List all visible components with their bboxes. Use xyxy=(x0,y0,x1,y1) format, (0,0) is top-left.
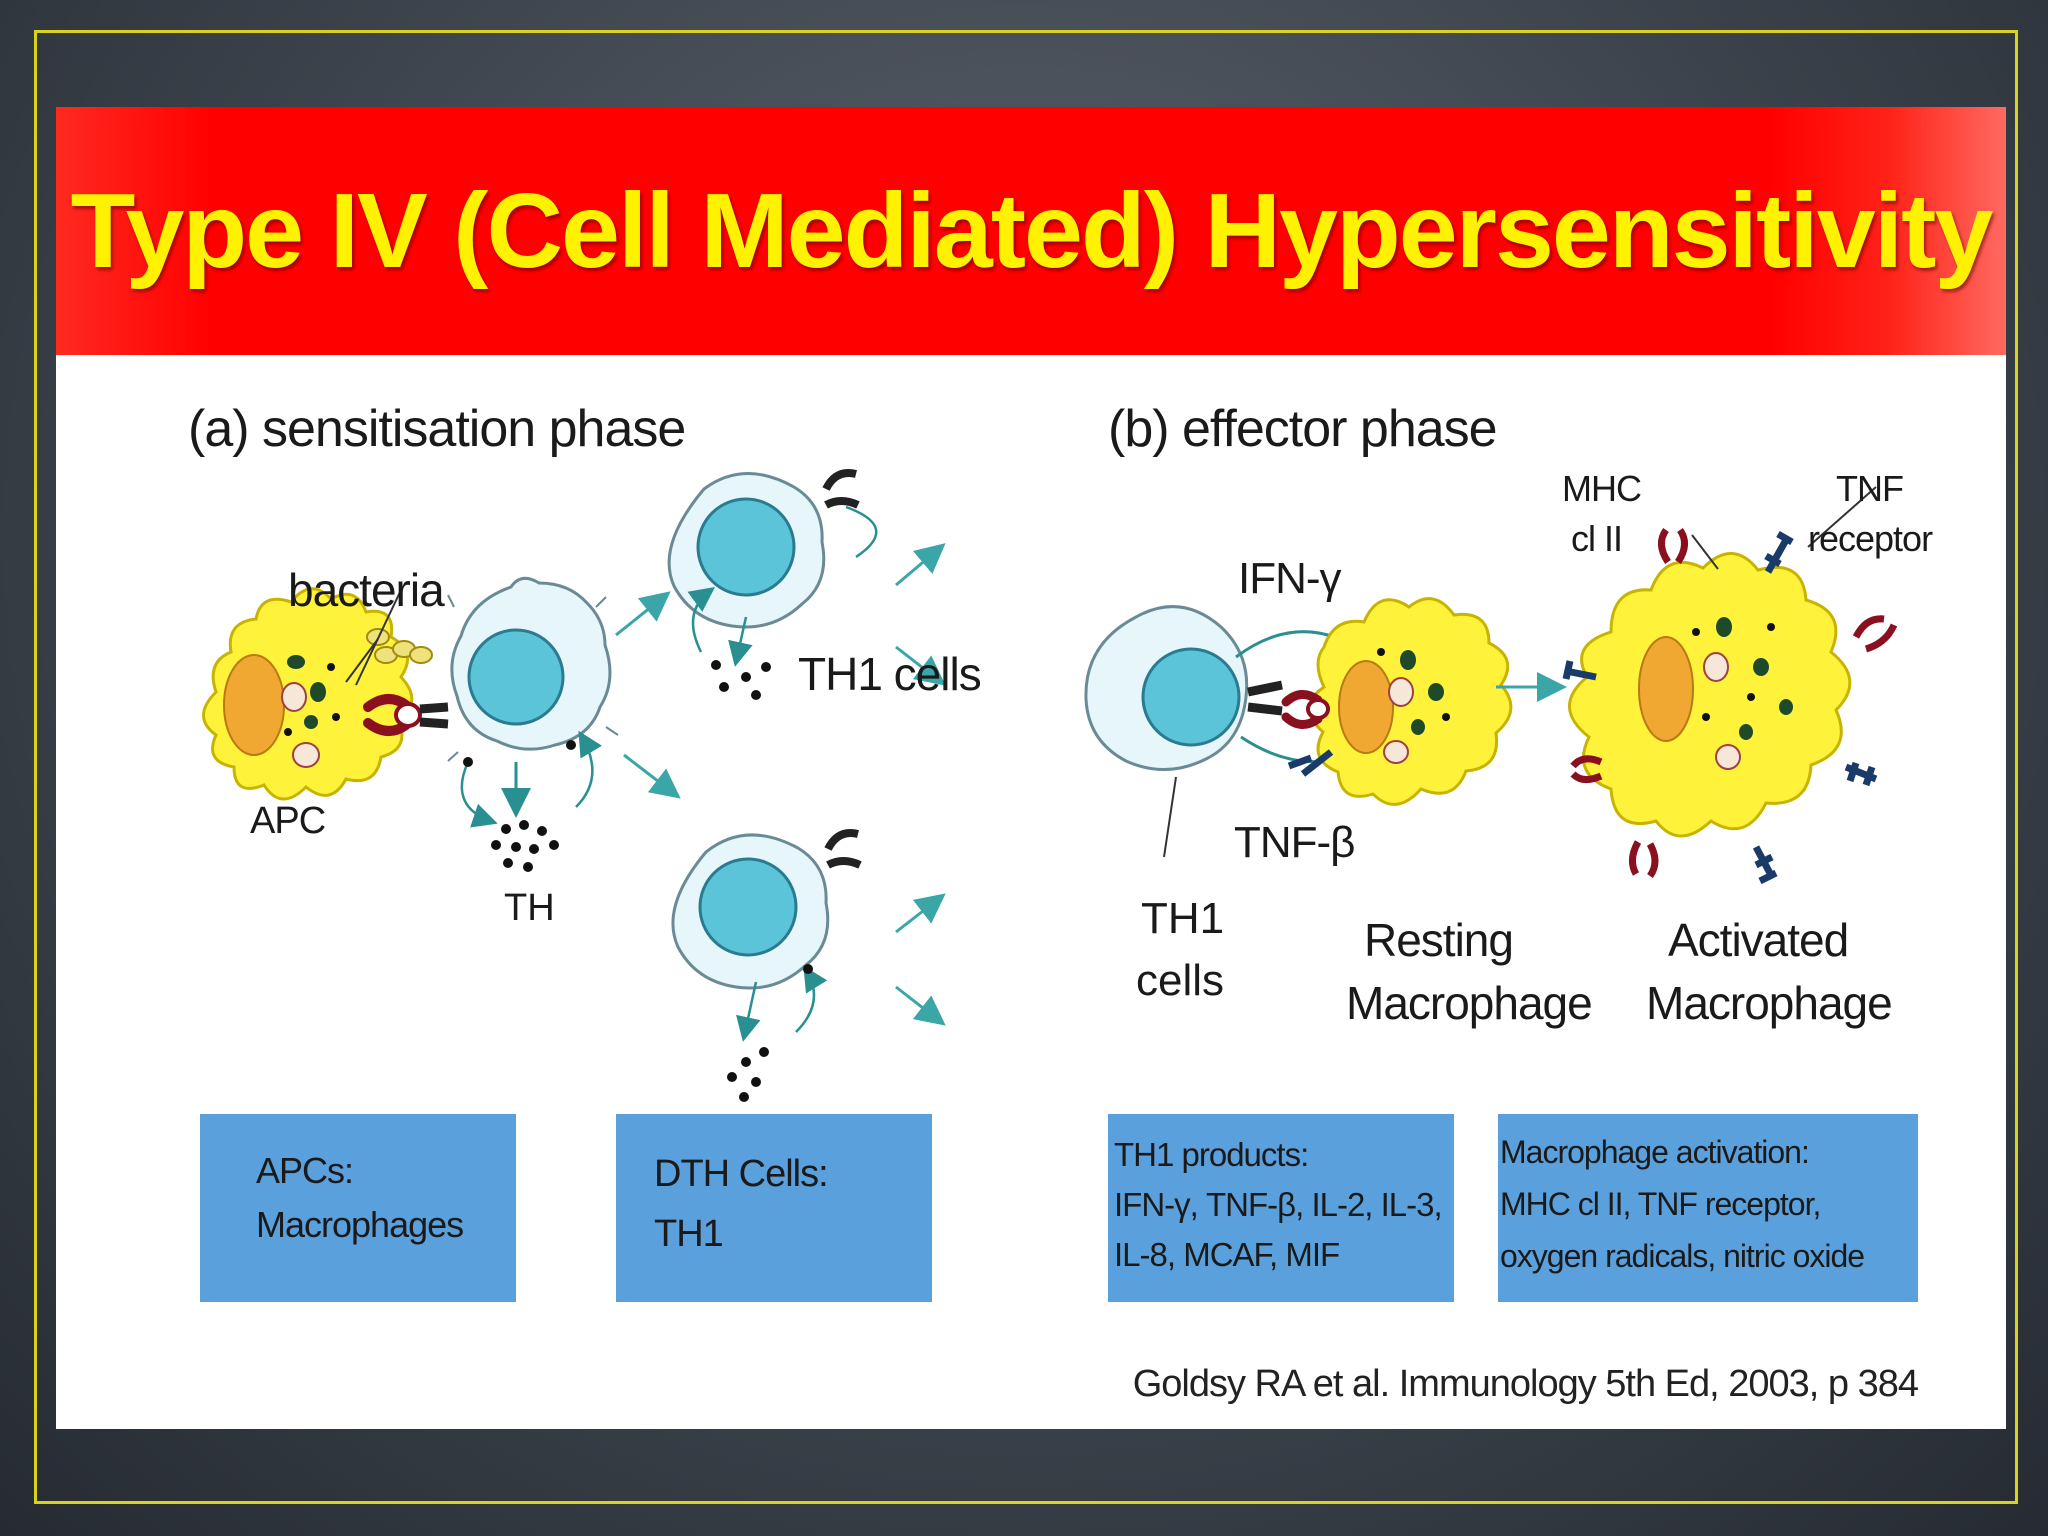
label-ifn-gamma: IFN-γ xyxy=(1238,554,1342,603)
info-box-th1-products: TH1 products: IFN-γ, TNF-β, IL-2, IL-3, … xyxy=(1108,1114,1454,1302)
slide: Type IV (Cell Mediated) Hypersensitivity xyxy=(56,107,2006,1429)
info-box-th1-line3: IL-8, MCAF, MIF xyxy=(1114,1236,1340,1273)
th-cell xyxy=(447,576,619,762)
info-box-macro-line2: MHC cl II, TNF receptor, xyxy=(1500,1186,1821,1222)
th1-cell-upper xyxy=(667,469,878,700)
label-tnf-line2: receptor xyxy=(1808,518,1933,559)
label-activated-line1: Activated xyxy=(1668,914,1849,966)
info-box-dth-line2: TH1 xyxy=(654,1213,724,1255)
slide-frame xyxy=(34,30,2018,1504)
label-tnf-beta: TNF-β xyxy=(1234,818,1355,867)
resting-macrophage xyxy=(1281,597,1513,806)
th-cytokine-dots xyxy=(460,730,602,872)
label-tnf-line1: TNF xyxy=(1836,468,1904,509)
info-box-apcs-line2: Macrophages xyxy=(256,1204,464,1245)
activated-macrophage xyxy=(1562,486,1898,885)
mhc-tcr-complex xyxy=(363,694,449,736)
label-resting-line2: Macrophage xyxy=(1346,977,1593,1029)
label-th1-line2: cells xyxy=(1136,956,1225,1005)
label-th: TH xyxy=(504,887,555,929)
label-apc: APC xyxy=(250,800,326,842)
info-box-macro-line3: oxygen radicals, nitric oxide xyxy=(1500,1238,1865,1274)
th1-cell-effector xyxy=(1084,605,1365,858)
info-box-dth-cells: DTH Cells: TH1 xyxy=(616,1114,932,1302)
label-th1-cells: TH1 cells xyxy=(798,648,982,700)
info-box-macro-line1: Macrophage activation: xyxy=(1500,1134,1810,1170)
label-mhc-line2: cl II xyxy=(1571,518,1623,559)
title-banner xyxy=(56,107,2006,355)
info-box-apcs: APCs: Macrophages xyxy=(200,1114,516,1302)
apc-macrophage xyxy=(202,587,433,801)
panel-b-heading: (b) effector phase xyxy=(1108,400,1498,458)
info-box-th1-line1: TH1 products: xyxy=(1114,1136,1309,1173)
label-mhc-line1: MHC xyxy=(1562,468,1642,509)
citation: Goldsy RA et al. Immunology 5th Ed, 2003… xyxy=(1132,1363,1919,1405)
label-bacteria: bacteria xyxy=(288,564,445,616)
info-box-th1-line2: IFN-γ, TNF-β, IL-2, IL-3, xyxy=(1114,1186,1443,1223)
diagram-artwork xyxy=(202,469,1898,1102)
label-resting-line1: Resting xyxy=(1364,914,1514,966)
info-box-apcs-line1: APCs: xyxy=(256,1150,354,1191)
info-box-dth-line1: DTH Cells: xyxy=(654,1153,829,1195)
th1-cell-lower xyxy=(671,829,862,1102)
slide-title: Type IV (Cell Mediated) Hypersensitivity xyxy=(70,171,1994,290)
label-th1-line1: TH1 xyxy=(1141,894,1225,943)
panel-a-heading: (a) sensitisation phase xyxy=(188,400,686,458)
info-box-macrophage-activation: Macrophage activation: MHC cl II, TNF re… xyxy=(1498,1114,1918,1302)
label-activated-line2: Macrophage xyxy=(1646,977,1893,1029)
